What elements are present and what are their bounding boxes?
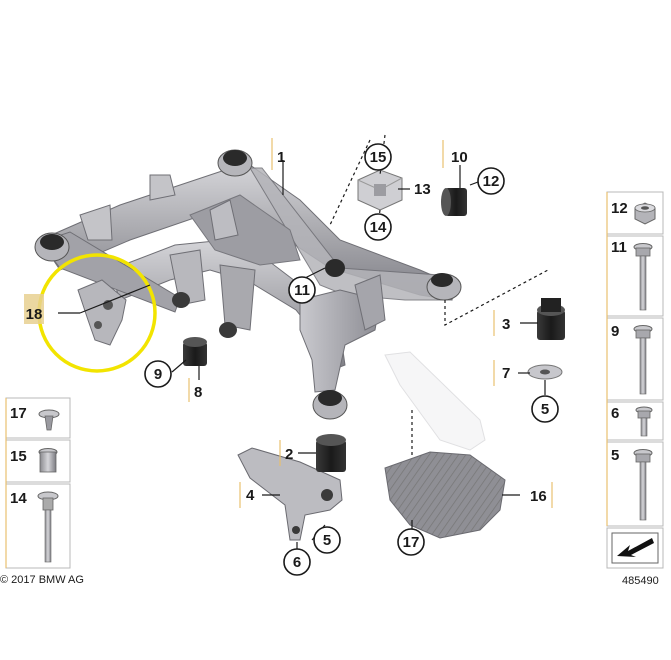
- control-arm-ghost: [384, 351, 486, 451]
- callout-10[interactable]: 10: [442, 140, 468, 168]
- callout-14[interactable]: 14: [364, 213, 392, 241]
- callout-16[interactable]: 16: [530, 482, 553, 508]
- callout-8[interactable]: 8: [188, 378, 202, 402]
- left-item-17[interactable]: 17: [10, 405, 60, 431]
- callout-label: 16: [530, 488, 547, 505]
- copyright: © 2017 BMW AG: [0, 574, 84, 586]
- bushing-10: [441, 188, 467, 216]
- callout-6[interactable]: 6: [283, 548, 311, 576]
- callout-label: 13: [414, 181, 431, 198]
- callout-1[interactable]: 1: [271, 138, 285, 170]
- part-number: 6: [611, 405, 619, 422]
- bushing-8: [183, 337, 207, 366]
- callout-4[interactable]: 4: [239, 482, 255, 508]
- callout-7[interactable]: 7: [493, 360, 510, 386]
- callout-11[interactable]: 11: [288, 276, 316, 304]
- callout-15[interactable]: 15: [364, 143, 392, 171]
- heat-shield: [384, 451, 506, 539]
- right-parts-panel: 12 11 9 6 5: [606, 191, 664, 569]
- arrow-sign-icon: [611, 532, 659, 564]
- right-item-6[interactable]: 6: [611, 405, 653, 437]
- left-item-14[interactable]: 14: [10, 490, 59, 563]
- callout-13[interactable]: 13: [414, 181, 431, 198]
- callout-label: 14: [370, 219, 387, 236]
- right-item-11[interactable]: 11: [611, 239, 653, 311]
- callout-label: 11: [294, 282, 310, 299]
- part-13: [357, 169, 403, 211]
- part-number: 11: [611, 239, 627, 256]
- right-item-5[interactable]: 5: [611, 447, 653, 521]
- callout-18[interactable]: 18: [26, 306, 43, 323]
- callout-label: 5: [541, 401, 549, 418]
- bracket-4: [237, 447, 343, 541]
- rear-subframe: [34, 149, 462, 420]
- callout-label: 8: [194, 384, 202, 401]
- callout-3[interactable]: 3: [493, 310, 510, 336]
- part-number: 14: [10, 490, 27, 507]
- callout-label: 10: [451, 149, 468, 166]
- left-parts-panel: 17 15 14: [5, 397, 71, 569]
- callout-12[interactable]: 12: [477, 167, 505, 195]
- callout-label: 12: [483, 173, 500, 190]
- callout-label: 6: [293, 554, 301, 571]
- right-item-9[interactable]: 9: [611, 323, 653, 395]
- callout-label: 4: [246, 487, 255, 504]
- callout-label: 3: [502, 316, 510, 333]
- right-item-12[interactable]: 12: [611, 200, 656, 225]
- callout-label: 15: [370, 149, 387, 166]
- callout-label: 7: [502, 365, 510, 382]
- part-number: 15: [10, 448, 27, 465]
- diagram-number: 485490: [622, 575, 659, 587]
- callout-5-right[interactable]: 5: [531, 395, 559, 423]
- part-number: 17: [10, 405, 27, 422]
- callout-label: 1: [277, 149, 285, 166]
- callout-label: 18: [26, 306, 43, 323]
- part-number: 5: [611, 447, 619, 464]
- highlight-circle: [24, 253, 157, 373]
- part-number: 9: [611, 323, 619, 340]
- part-number: 12: [611, 200, 628, 217]
- washer-7: [527, 364, 563, 380]
- callout-label: 9: [154, 366, 162, 383]
- callout-17[interactable]: 17: [397, 528, 425, 556]
- callout-label: 2: [285, 446, 293, 463]
- callout-5-bottom[interactable]: 5: [313, 526, 341, 554]
- left-item-15[interactable]: 15: [10, 448, 58, 473]
- callout-9[interactable]: 9: [144, 360, 172, 388]
- callout-2[interactable]: 2: [279, 440, 293, 466]
- bushing-2: [316, 434, 346, 472]
- bushing-3: [537, 298, 565, 340]
- callout-label: 17: [403, 534, 420, 551]
- callout-label: 5: [323, 532, 331, 549]
